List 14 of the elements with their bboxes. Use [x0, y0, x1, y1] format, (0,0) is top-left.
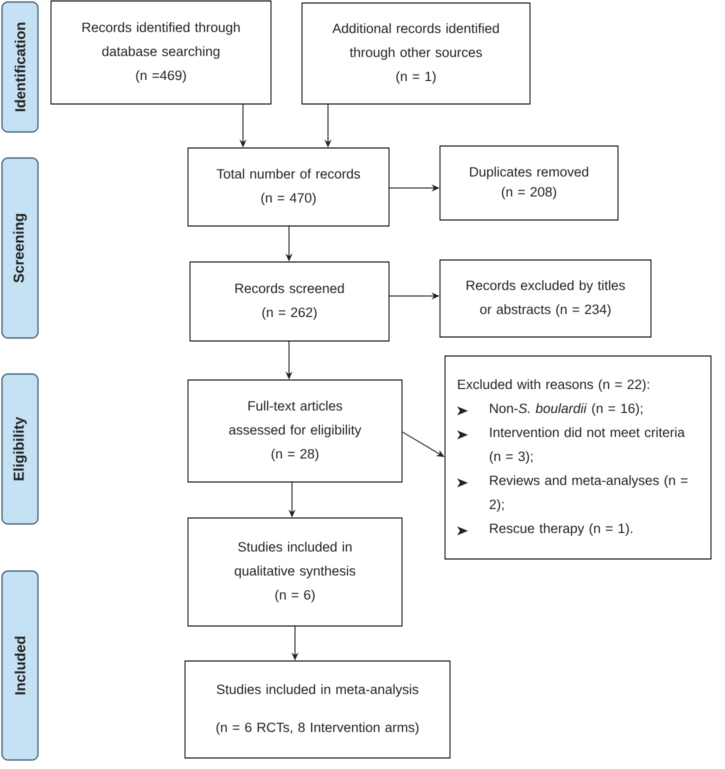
- process-box: Records screened (n = 262): [190, 262, 390, 342]
- process-box: Full-text articles assessed for eligibility (n = 28): [188, 380, 402, 482]
- stage-band: Included: [1, 570, 39, 761]
- process-box: Records identified through database searching (n =469): [50, 0, 272, 104]
- exclusion-box: Excluded with reasons (n = 22): Non-S. boulardii (n = 16); Intervention did not meet criteria (n = 3); Reviews and meta-analyses (n = 2); Rescue therapy (n = 1).: [444, 356, 712, 560]
- stage-band: Eligibility: [1, 373, 39, 525]
- process-box: Studies included in meta-analysis (n = 6 RCTs, 8 Intervention arms): [184, 660, 450, 758]
- process-box: Duplicates removed (n = 208): [440, 146, 618, 220]
- process-box: Studies included in qualitative synthesis (n = 6): [188, 518, 402, 626]
- process-box: Additional records identified through other sources (n = 1): [302, 2, 530, 104]
- process-box: Records excluded by titles or abstracts (n = 234): [440, 260, 652, 338]
- stage-band: Screening: [1, 157, 39, 339]
- stage-band: Identification: [1, 1, 39, 133]
- process-box: Total number of records (n = 470): [188, 148, 390, 226]
